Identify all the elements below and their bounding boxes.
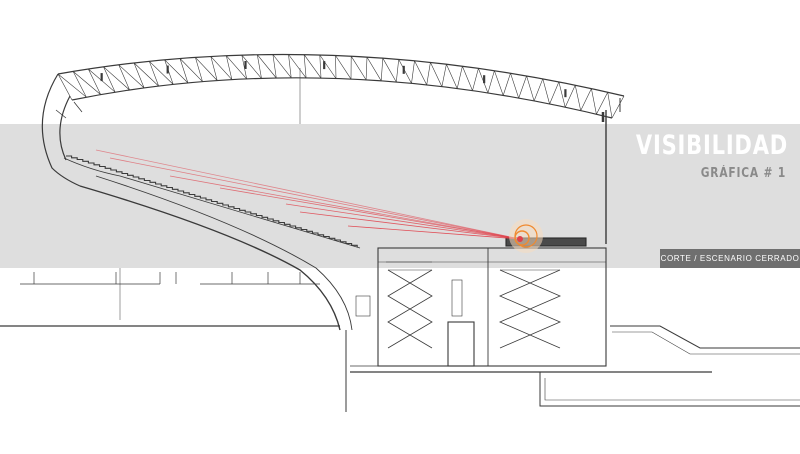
curved-facade (41, 73, 83, 187)
sight-lines (95, 149, 521, 240)
page-subtitle: GRÁFICA # 1 (700, 166, 786, 181)
sight-line (299, 211, 521, 240)
stage-structure (355, 237, 607, 367)
page-title: VISIBILIDAD (635, 130, 788, 161)
title-band (0, 124, 800, 268)
sight-line (347, 225, 521, 240)
focus-point (509, 219, 543, 253)
ground-lines (0, 68, 800, 412)
sight-line (95, 149, 521, 240)
right-mast (601, 98, 621, 244)
stand-tiers (63, 155, 361, 331)
sight-line (109, 157, 521, 240)
section-tag: CORTE / ESCENARIO CERRADO (660, 249, 800, 268)
sight-line (219, 187, 521, 240)
sight-line (169, 175, 521, 240)
sight-line (285, 203, 521, 240)
roof-truss (57, 53, 625, 119)
